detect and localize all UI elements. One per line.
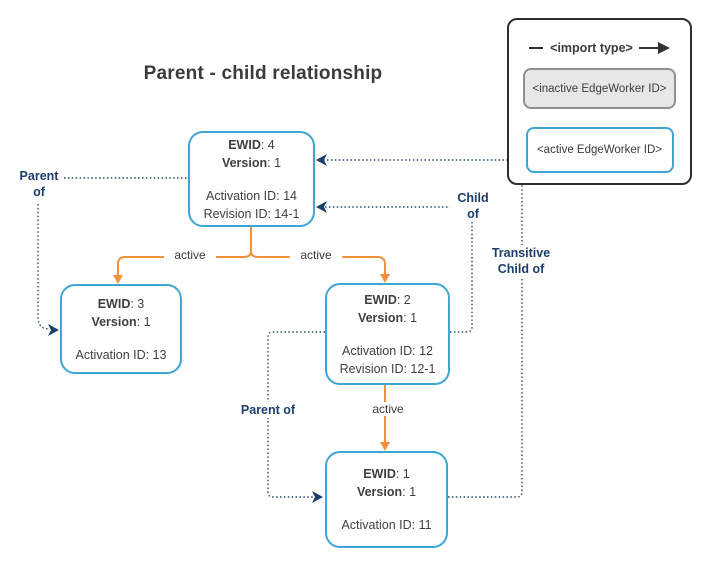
page-title: Parent - child relationship — [143, 63, 383, 84]
node-row: EWID: 3 — [97, 296, 145, 311]
legend-import-type-label: <import type> — [550, 41, 633, 55]
arrowhead-into-ewid3-left-icon — [48, 324, 59, 336]
edge-child-of — [324, 206, 473, 333]
node-ewid-1: EWID: 1 Version: 1 Activation ID: 11 — [325, 451, 448, 548]
node-ewid-4: EWID: 4 Version: 1 Activation ID: 14 Rev… — [188, 131, 315, 227]
node-row: Version: 1 — [356, 485, 417, 499]
arrowhead-into-ewid3-icon — [113, 275, 123, 284]
edge-ewid4-to-ewid2 — [250, 250, 386, 274]
label-parent-of-left: Parent of — [14, 168, 64, 200]
legend-panel: <import type> <inactive EdgeWorker ID> <… — [507, 18, 692, 185]
label-parent-of-bottom: Parent of — [234, 402, 302, 418]
edge-ewid4-to-ewid3 — [117, 250, 252, 275]
arrowhead-into-ewid4-lower-icon — [316, 201, 327, 213]
node-row: EWID: 1 — [363, 467, 410, 481]
legend-inactive-label: <inactive EdgeWorker ID> — [532, 82, 667, 95]
label-active-left: active — [164, 248, 216, 262]
arrowhead-into-ewid1-left-icon — [312, 491, 323, 503]
active-import-arrowheads — [113, 274, 390, 451]
arrowhead-into-ewid4-upper-icon — [316, 154, 327, 166]
node-detail: Activation ID: 14 — [205, 188, 297, 203]
node-row: EWID: 2 — [364, 292, 411, 307]
label-transitive-child-of: Transitive Child of — [481, 245, 561, 277]
node-detail: Revision ID: 12-1 — [339, 361, 436, 376]
import-arrow-icon — [638, 42, 670, 54]
legend-import-type-row: <import type> — [528, 40, 671, 56]
node-ewid-2: EWID: 2 Version: 1 Activation ID: 12 Rev… — [325, 283, 450, 385]
dash-icon — [529, 47, 544, 49]
legend-active-label: <active EdgeWorker ID> — [536, 144, 663, 156]
node-detail: Activation ID: 12 — [341, 343, 433, 358]
arrowhead-into-ewid1-top-icon — [380, 442, 390, 451]
relationship-arrowheads — [48, 154, 327, 503]
node-row: Version: 1 — [221, 155, 282, 170]
node-row: EWID: 4 — [228, 137, 275, 152]
legend-active-edgeworker-box: <active EdgeWorker ID> — [525, 127, 674, 173]
edge-parent-of-left-vertical — [37, 204, 50, 330]
label-child-of: Child of — [450, 190, 496, 222]
label-active-right: active — [290, 248, 342, 262]
node-detail: Activation ID: 11 — [341, 518, 432, 532]
arrowhead-into-ewid2-icon — [380, 274, 390, 283]
label-active-bottom: active — [362, 402, 414, 416]
node-detail: Activation ID: 13 — [75, 347, 167, 362]
node-row: Version: 1 — [91, 314, 151, 329]
legend-inactive-edgeworker-box: <inactive EdgeWorker ID> — [523, 68, 676, 109]
node-row: Version: 1 — [357, 310, 418, 325]
node-ewid-3: EWID: 3 Version: 1 Activation ID: 13 — [60, 284, 182, 374]
node-detail: Revision ID: 14-1 — [203, 206, 300, 221]
